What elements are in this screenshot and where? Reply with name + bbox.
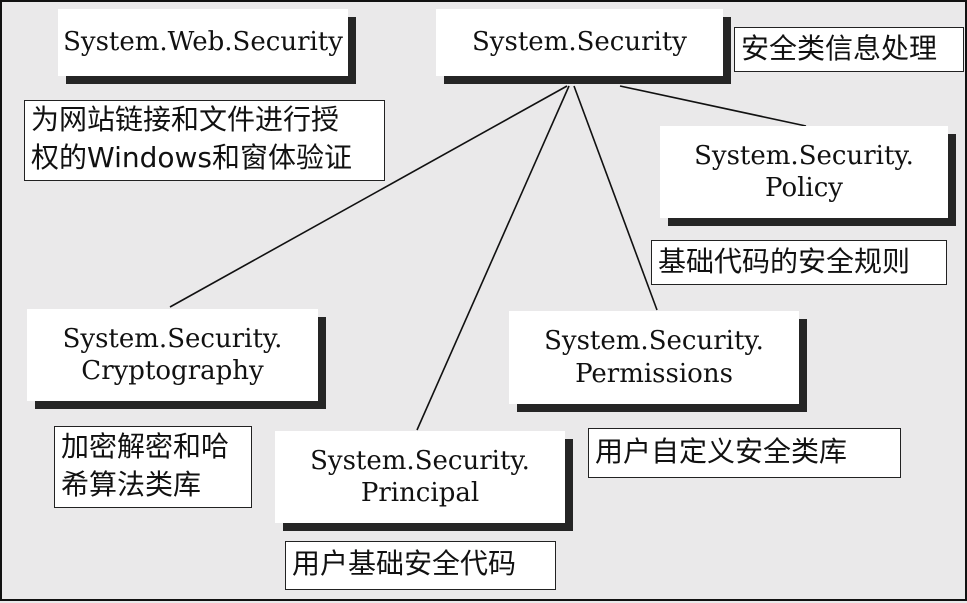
system-web-security-node: System.Web.Security <box>58 9 348 76</box>
principal-info-line-1: 用户基础安全代码 <box>292 547 517 580</box>
edge-security-to-permissions <box>573 85 658 311</box>
system-security-node: System.Security <box>436 9 723 76</box>
cryptography-node-line-1: System.Security. <box>62 323 283 354</box>
edge-security-to-policy <box>619 85 807 127</box>
principal-node-line-1: System.Security. <box>310 445 530 476</box>
policy-info-note: 基础代码的安全规则 <box>651 240 947 285</box>
web-security-info-note: 为网站链接和文件进行授 权的Windows和窗体验证 <box>24 100 385 181</box>
permissions-info-line-1: 用户自定义安全类库 <box>595 435 848 468</box>
system-security-policy-node: System.Security. Policy <box>660 126 948 218</box>
permissions-node-line-1: System.Security. <box>544 326 764 356</box>
principal-node-line-2: Principal <box>360 478 480 508</box>
permissions-node-line-2: Permissions <box>575 358 733 389</box>
cryptography-info-line-1: 加密解密和哈 <box>61 430 230 463</box>
cryptography-info-line-2: 希算法类库 <box>61 467 202 501</box>
policy-info-line-1: 基础代码的安全规则 <box>658 245 911 278</box>
cryptography-node-line-2: Cryptography <box>81 356 264 386</box>
policy-node-line-2: Policy <box>765 173 843 203</box>
system-security-cryptography-node: System.Security. Cryptography <box>27 309 318 401</box>
system-security-permissions-node: System.Security. Permissions <box>509 311 799 404</box>
web-security-info-line-1: 为网站链接和文件进行授 <box>31 103 340 136</box>
cryptography-info-note: 加密解密和哈 希算法类库 <box>54 426 252 508</box>
system-security-principal-node: System.Security. Principal <box>275 431 565 523</box>
principal-info-note: 用户基础安全代码 <box>285 541 556 590</box>
permissions-info-note: 用户自定义安全类库 <box>588 428 901 478</box>
web-security-info-line-2: 权的Windows和窗体验证 <box>31 140 352 174</box>
security-info-line-1: 安全类信息处理 <box>741 32 938 65</box>
system-web-security-label: System.Web.Security <box>63 27 343 58</box>
system-security-label: System.Security <box>472 27 687 58</box>
policy-node-line-1: System.Security. <box>694 140 914 171</box>
security-info-note: 安全类信息处理 <box>734 27 964 72</box>
